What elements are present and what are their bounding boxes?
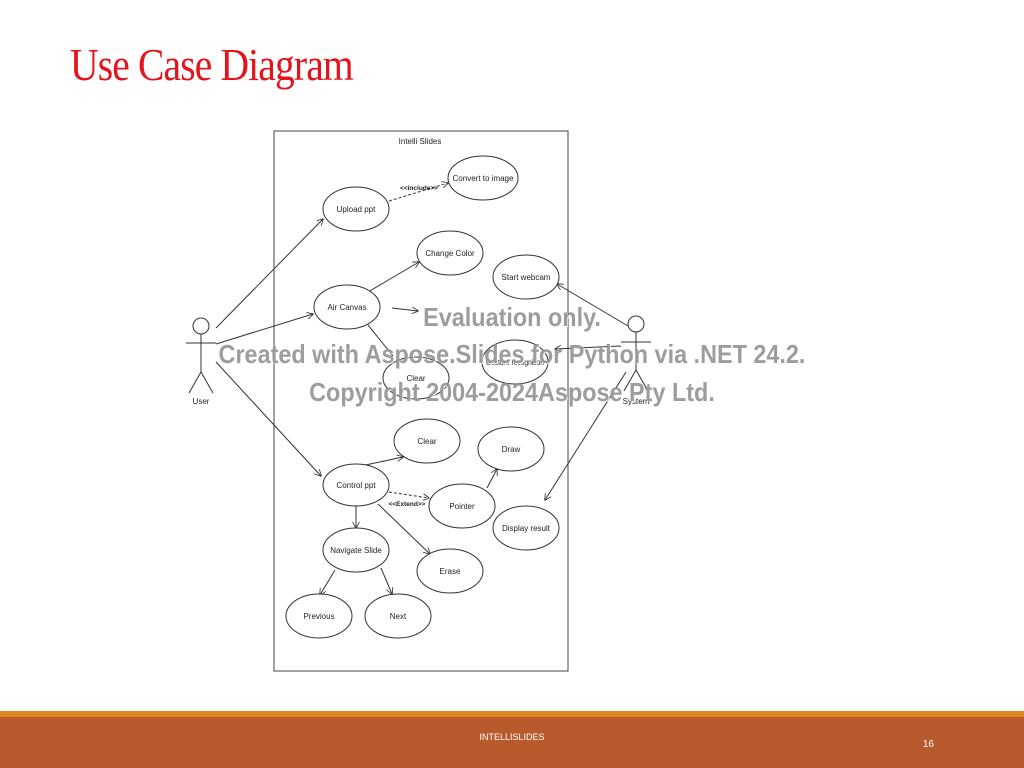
- svg-text:Navigate Slide: Navigate Slide: [330, 546, 382, 555]
- use-case-convert-to-image: Convert to image: [447, 155, 519, 201]
- svg-text:Pointer: Pointer: [449, 502, 475, 511]
- system-boundary: [273, 130, 569, 672]
- use-case-pointer: Pointer: [428, 483, 496, 529]
- footer-accent-bar: [0, 711, 1024, 717]
- use-case-upload-ppt: Upload ppt: [322, 186, 390, 232]
- system-actor: [621, 315, 651, 392]
- svg-text:Clear: Clear: [417, 437, 436, 446]
- system-name: Intelli Slides: [399, 137, 442, 146]
- svg-text:Next: Next: [390, 612, 407, 621]
- page-number: 16: [922, 739, 934, 750]
- svg-text:Convert to image: Convert to image: [453, 174, 514, 183]
- svg-text:Draw: Draw: [502, 445, 521, 454]
- user-actor-label: User: [193, 397, 210, 406]
- footer-bar: [0, 717, 1024, 768]
- system-actor-label: System: [623, 397, 650, 406]
- svg-text:Display result: Display result: [502, 524, 551, 533]
- svg-text:Clear: Clear: [406, 374, 425, 383]
- footer-text: INTELLISLIDES: [479, 732, 545, 742]
- use-case-air-canvas: Air Canvas: [313, 284, 381, 330]
- svg-text:Gesture recognition: Gesture recognition: [486, 358, 544, 367]
- svg-text:Air Canvas: Air Canvas: [327, 303, 366, 312]
- svg-text:Previous: Previous: [303, 612, 334, 621]
- use-case-control-ppt: Control ppt: [322, 463, 390, 507]
- use-case-change-color: Change Color: [416, 230, 484, 276]
- extend-label: <<Extend>>: [389, 501, 426, 508]
- use-case-display-result: Display result: [492, 505, 560, 551]
- svg-text:Upload ppt: Upload ppt: [337, 205, 376, 214]
- svg-text:Change Color: Change Color: [425, 249, 475, 258]
- slide-title: Use Case Diagram: [70, 39, 354, 90]
- use-case-clear-control: Clear: [393, 418, 461, 464]
- use-case-gesture-recognition: Gesture recognition: [481, 339, 549, 385]
- include-label: <<include>>: [400, 185, 438, 192]
- use-case-navigate-slide: Navigate Slide: [322, 527, 390, 573]
- use-case-next: Next: [364, 593, 432, 639]
- use-case-previous: Previous: [285, 593, 353, 639]
- use-case-erase: Erase: [416, 548, 484, 594]
- connections: [215, 183, 629, 595]
- use-case-draw: Draw: [477, 426, 545, 472]
- use-case-clear-air-canvas: Clear: [382, 356, 450, 400]
- user-actor: [186, 317, 216, 394]
- svg-text:Control ppt: Control ppt: [336, 481, 376, 490]
- svg-text:Erase: Erase: [440, 567, 461, 576]
- svg-text:Start webcam: Start webcam: [502, 273, 551, 282]
- use-case-start-webcam: Start webcam: [492, 254, 560, 300]
